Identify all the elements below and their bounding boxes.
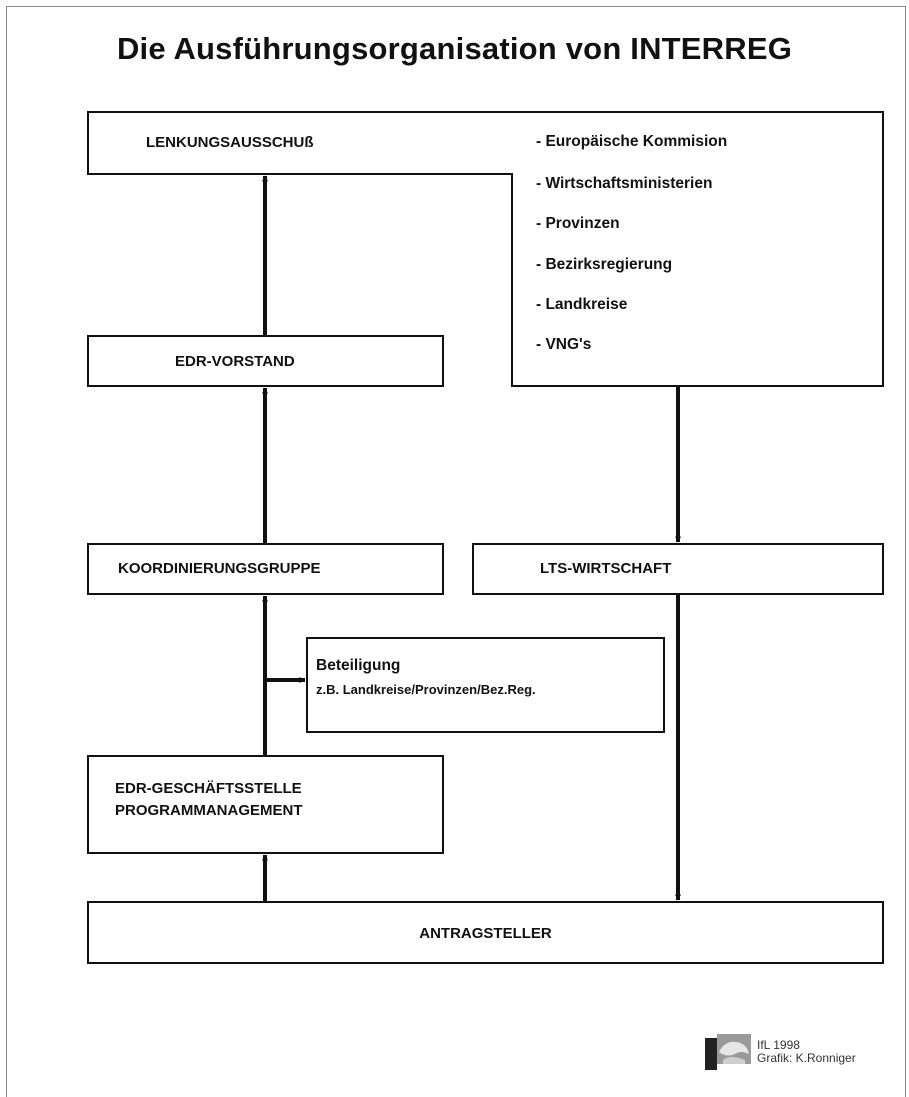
lenkung-member: - Provinzen <box>536 215 620 232</box>
lenkung-member: - VNG's <box>536 336 592 353</box>
lenkung-label: LENKUNGSAUSSCHUß <box>146 134 314 151</box>
lenkung-box <box>87 111 884 387</box>
lenkung-member: - Wirtschaftsministerien <box>536 175 713 192</box>
credit: IfL 1998 Grafik: K.Ronniger <box>757 1039 856 1065</box>
beteiligung-title: Beteiligung <box>316 657 401 674</box>
antragsteller-box <box>87 901 884 964</box>
diagram-title: Die Ausführungsorganisation von INTERREG <box>116 31 793 66</box>
lenkung-member: - Europäische Kommision <box>536 133 728 150</box>
ifl-logo-icon <box>705 1034 751 1070</box>
geschaeftsstelle-line2: PROGRAMMANAGEMENT <box>115 802 303 819</box>
lenkung-member: - Bezirksregierung <box>536 256 673 273</box>
koordinierung-label: KOORDINIERUNGSGRUPPE <box>118 560 321 577</box>
page-frame <box>6 6 906 1097</box>
credit-line2: Grafik: K.Ronniger <box>757 1051 856 1065</box>
beteiligung-subtitle: z.B. Landkreise/Provinzen/Bez.Reg. <box>316 682 536 697</box>
geschaeftsstelle-line1: EDR-GESCHÄFTSSTELLE <box>115 780 302 797</box>
lts-box <box>472 543 884 595</box>
beteiligung-box <box>306 637 665 733</box>
credit-line1: IfL 1998 <box>757 1038 800 1052</box>
edr-vorstand-label: EDR-VORSTAND <box>175 353 295 370</box>
antragsteller-label: ANTRAGSTELLER <box>419 925 552 942</box>
lenkung-member: - Landkreise <box>536 296 628 313</box>
lts-label: LTS-WIRTSCHAFT <box>540 560 672 577</box>
